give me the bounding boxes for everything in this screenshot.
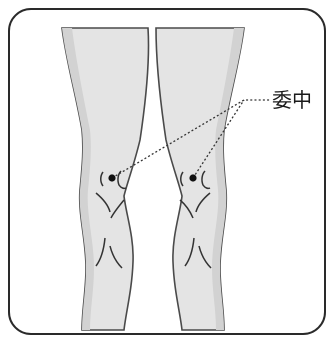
acupoint-label: 委中 <box>272 88 312 112</box>
acupoint-dot-left <box>108 174 115 181</box>
right-leg <box>156 28 244 330</box>
left-leg <box>62 28 149 330</box>
acupoint-dot-right <box>189 174 196 181</box>
